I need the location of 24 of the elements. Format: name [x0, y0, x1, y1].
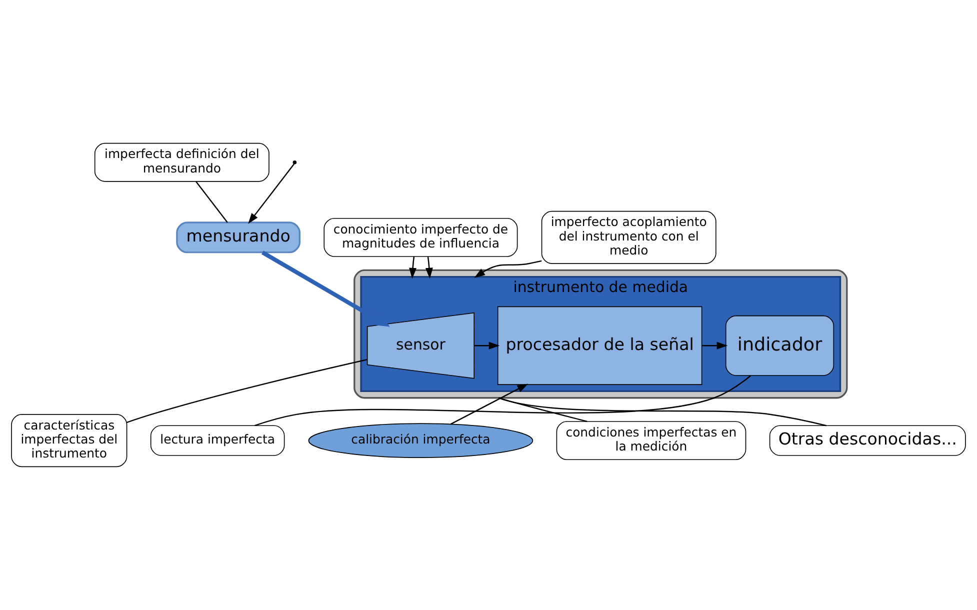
- node-box: imperfecto acoplamiento del instrumento con el medio: [541, 210, 716, 264]
- arrow: [474, 260, 542, 278]
- arrow: [409, 256, 417, 279]
- arrow: [248, 164, 295, 224]
- connector: [498, 397, 588, 422]
- node-box: indicador: [725, 315, 834, 376]
- node-box: características imperfectas del instrumento: [11, 414, 128, 468]
- node-box: procesador de la señal: [497, 306, 702, 386]
- node-box: mensurando: [176, 222, 300, 254]
- node-box: conocimiento imperfecto de magnitudes de influencia: [324, 218, 518, 257]
- node-box: imperfecta definición del mensurando: [94, 142, 270, 182]
- node-box: Otras desconocidas...: [769, 425, 966, 456]
- connector: [254, 375, 751, 426]
- arrow: [474, 342, 500, 350]
- arrow: [450, 384, 528, 425]
- arrow: [261, 250, 390, 327]
- connector: [498, 397, 826, 426]
- connector: [196, 181, 228, 223]
- node-box: lectura imperfecta: [150, 425, 285, 456]
- arrow: [702, 342, 728, 350]
- node-box: condiciones imperfectas en la medición: [556, 421, 746, 460]
- node-box: sensor: [366, 312, 475, 379]
- node-ellipse: calibración imperfecta: [308, 423, 534, 458]
- arrow: [425, 256, 433, 279]
